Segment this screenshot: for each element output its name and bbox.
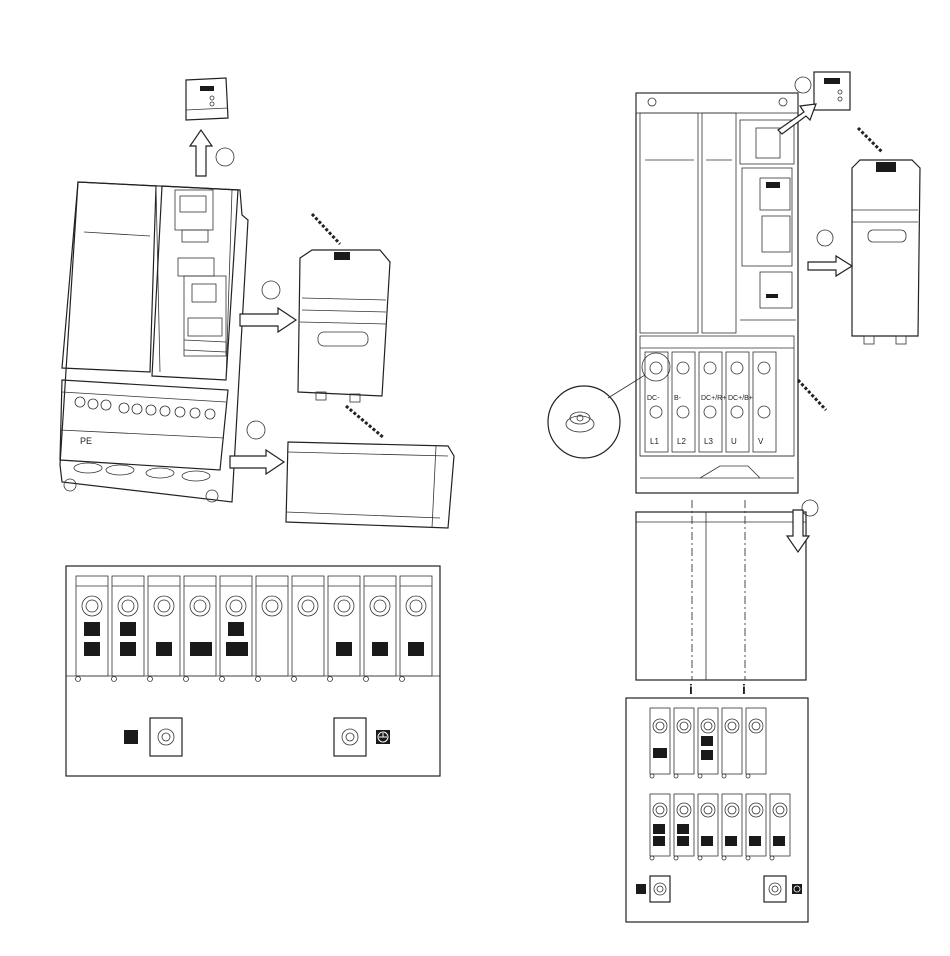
terminal-block: [674, 794, 694, 860]
terminal-block: [722, 794, 742, 860]
marker-label: [408, 642, 424, 656]
right-drive-unit: DC- L1 B- L2 DC+/R+ L3 DC+/B+ U V: [636, 93, 798, 493]
marker-label: [124, 730, 138, 744]
right-terminal-detail: [626, 698, 808, 922]
screwdriver-icon: [798, 380, 826, 410]
terminal-block: [364, 576, 397, 682]
arrow-right-icon: [240, 308, 296, 332]
drive-terminal: V: [753, 352, 776, 452]
terminal-label-top: DC+/R+: [701, 395, 726, 402]
terminal-block: [400, 576, 433, 682]
terminal-block: [148, 576, 181, 682]
terminal-block: [746, 794, 766, 860]
terminal-label-top: DC-: [647, 395, 660, 402]
terminal-block: [770, 794, 790, 860]
terminal-block: [674, 708, 694, 778]
info-icon: i: [742, 681, 746, 697]
screwdriver-icon: [346, 406, 384, 438]
step-circle-icon: [795, 77, 811, 93]
terminal-block: [650, 708, 670, 778]
terminal-block: [112, 576, 145, 682]
drive-terminal: B- L2: [672, 352, 695, 452]
step-circle-icon: [817, 230, 833, 246]
step-circle-icon: [247, 421, 265, 439]
left-drive-pe-label: PE: [80, 436, 92, 446]
arrow-right-icon: [230, 450, 284, 474]
terminal-label-top: B-: [674, 395, 682, 402]
drive-terminal: DC+/R+ L3: [699, 352, 726, 452]
screwdriver-icon: [858, 128, 882, 152]
screwdriver-icon: [312, 214, 340, 244]
marker-label: [156, 642, 172, 656]
info-icon: i: [689, 681, 693, 697]
marker-label: [84, 642, 100, 656]
terminal-label-bottom: L2: [677, 437, 686, 446]
arrow-right-icon: [808, 256, 852, 276]
left-terminal-detail: [66, 566, 440, 776]
terminal-block: [650, 794, 670, 860]
marker-label: [228, 622, 244, 636]
right-keypad-module: [814, 72, 850, 110]
marker-label: [120, 642, 136, 656]
marker-label: [190, 642, 212, 656]
arrow-up-icon: [190, 130, 212, 176]
step-circle-icon: [802, 500, 818, 516]
marker-label: [336, 642, 352, 656]
terminal-label-bottom: V: [758, 437, 764, 446]
terminal-block: [76, 576, 109, 682]
terminal-label-bottom: L3: [704, 437, 713, 446]
drive-terminal: DC- L1: [645, 352, 668, 452]
marker-label: [226, 642, 248, 656]
left-front-cover: [298, 250, 390, 402]
ground-icon: [792, 884, 802, 894]
terminal-block: [746, 708, 766, 778]
arrow-right-icon: [778, 104, 816, 134]
ground-stud: [650, 876, 670, 902]
marker-label: [84, 622, 100, 636]
right-bottom-cover: [636, 500, 806, 680]
step-circle-icon: [262, 281, 280, 299]
ground-stud: [150, 718, 182, 756]
ground-stud: [764, 876, 786, 902]
right-front-cover: [852, 160, 920, 344]
left-drive-unit: PE: [60, 182, 248, 502]
terminal-block: [698, 794, 718, 860]
terminal-block: [722, 708, 742, 778]
marker-label: [372, 642, 388, 656]
marker-label: [120, 622, 136, 636]
terminal-label-bottom: U: [731, 437, 737, 446]
drive-terminal: DC+/B+ U: [726, 352, 753, 452]
terminal-block: [220, 576, 253, 682]
left-keypad-module: [186, 78, 228, 120]
terminal-block: [256, 576, 289, 682]
terminal-block: [292, 576, 325, 682]
step-circle-icon: [216, 148, 234, 166]
terminal-block: [184, 576, 217, 682]
left-bottom-cover: [286, 442, 454, 528]
terminal-block: [328, 576, 361, 682]
terminal-label-top: DC+/B+: [728, 395, 753, 402]
terminal-block: [698, 708, 718, 778]
ground-stud: [334, 718, 366, 756]
terminal-label-bottom: L1: [650, 437, 659, 446]
